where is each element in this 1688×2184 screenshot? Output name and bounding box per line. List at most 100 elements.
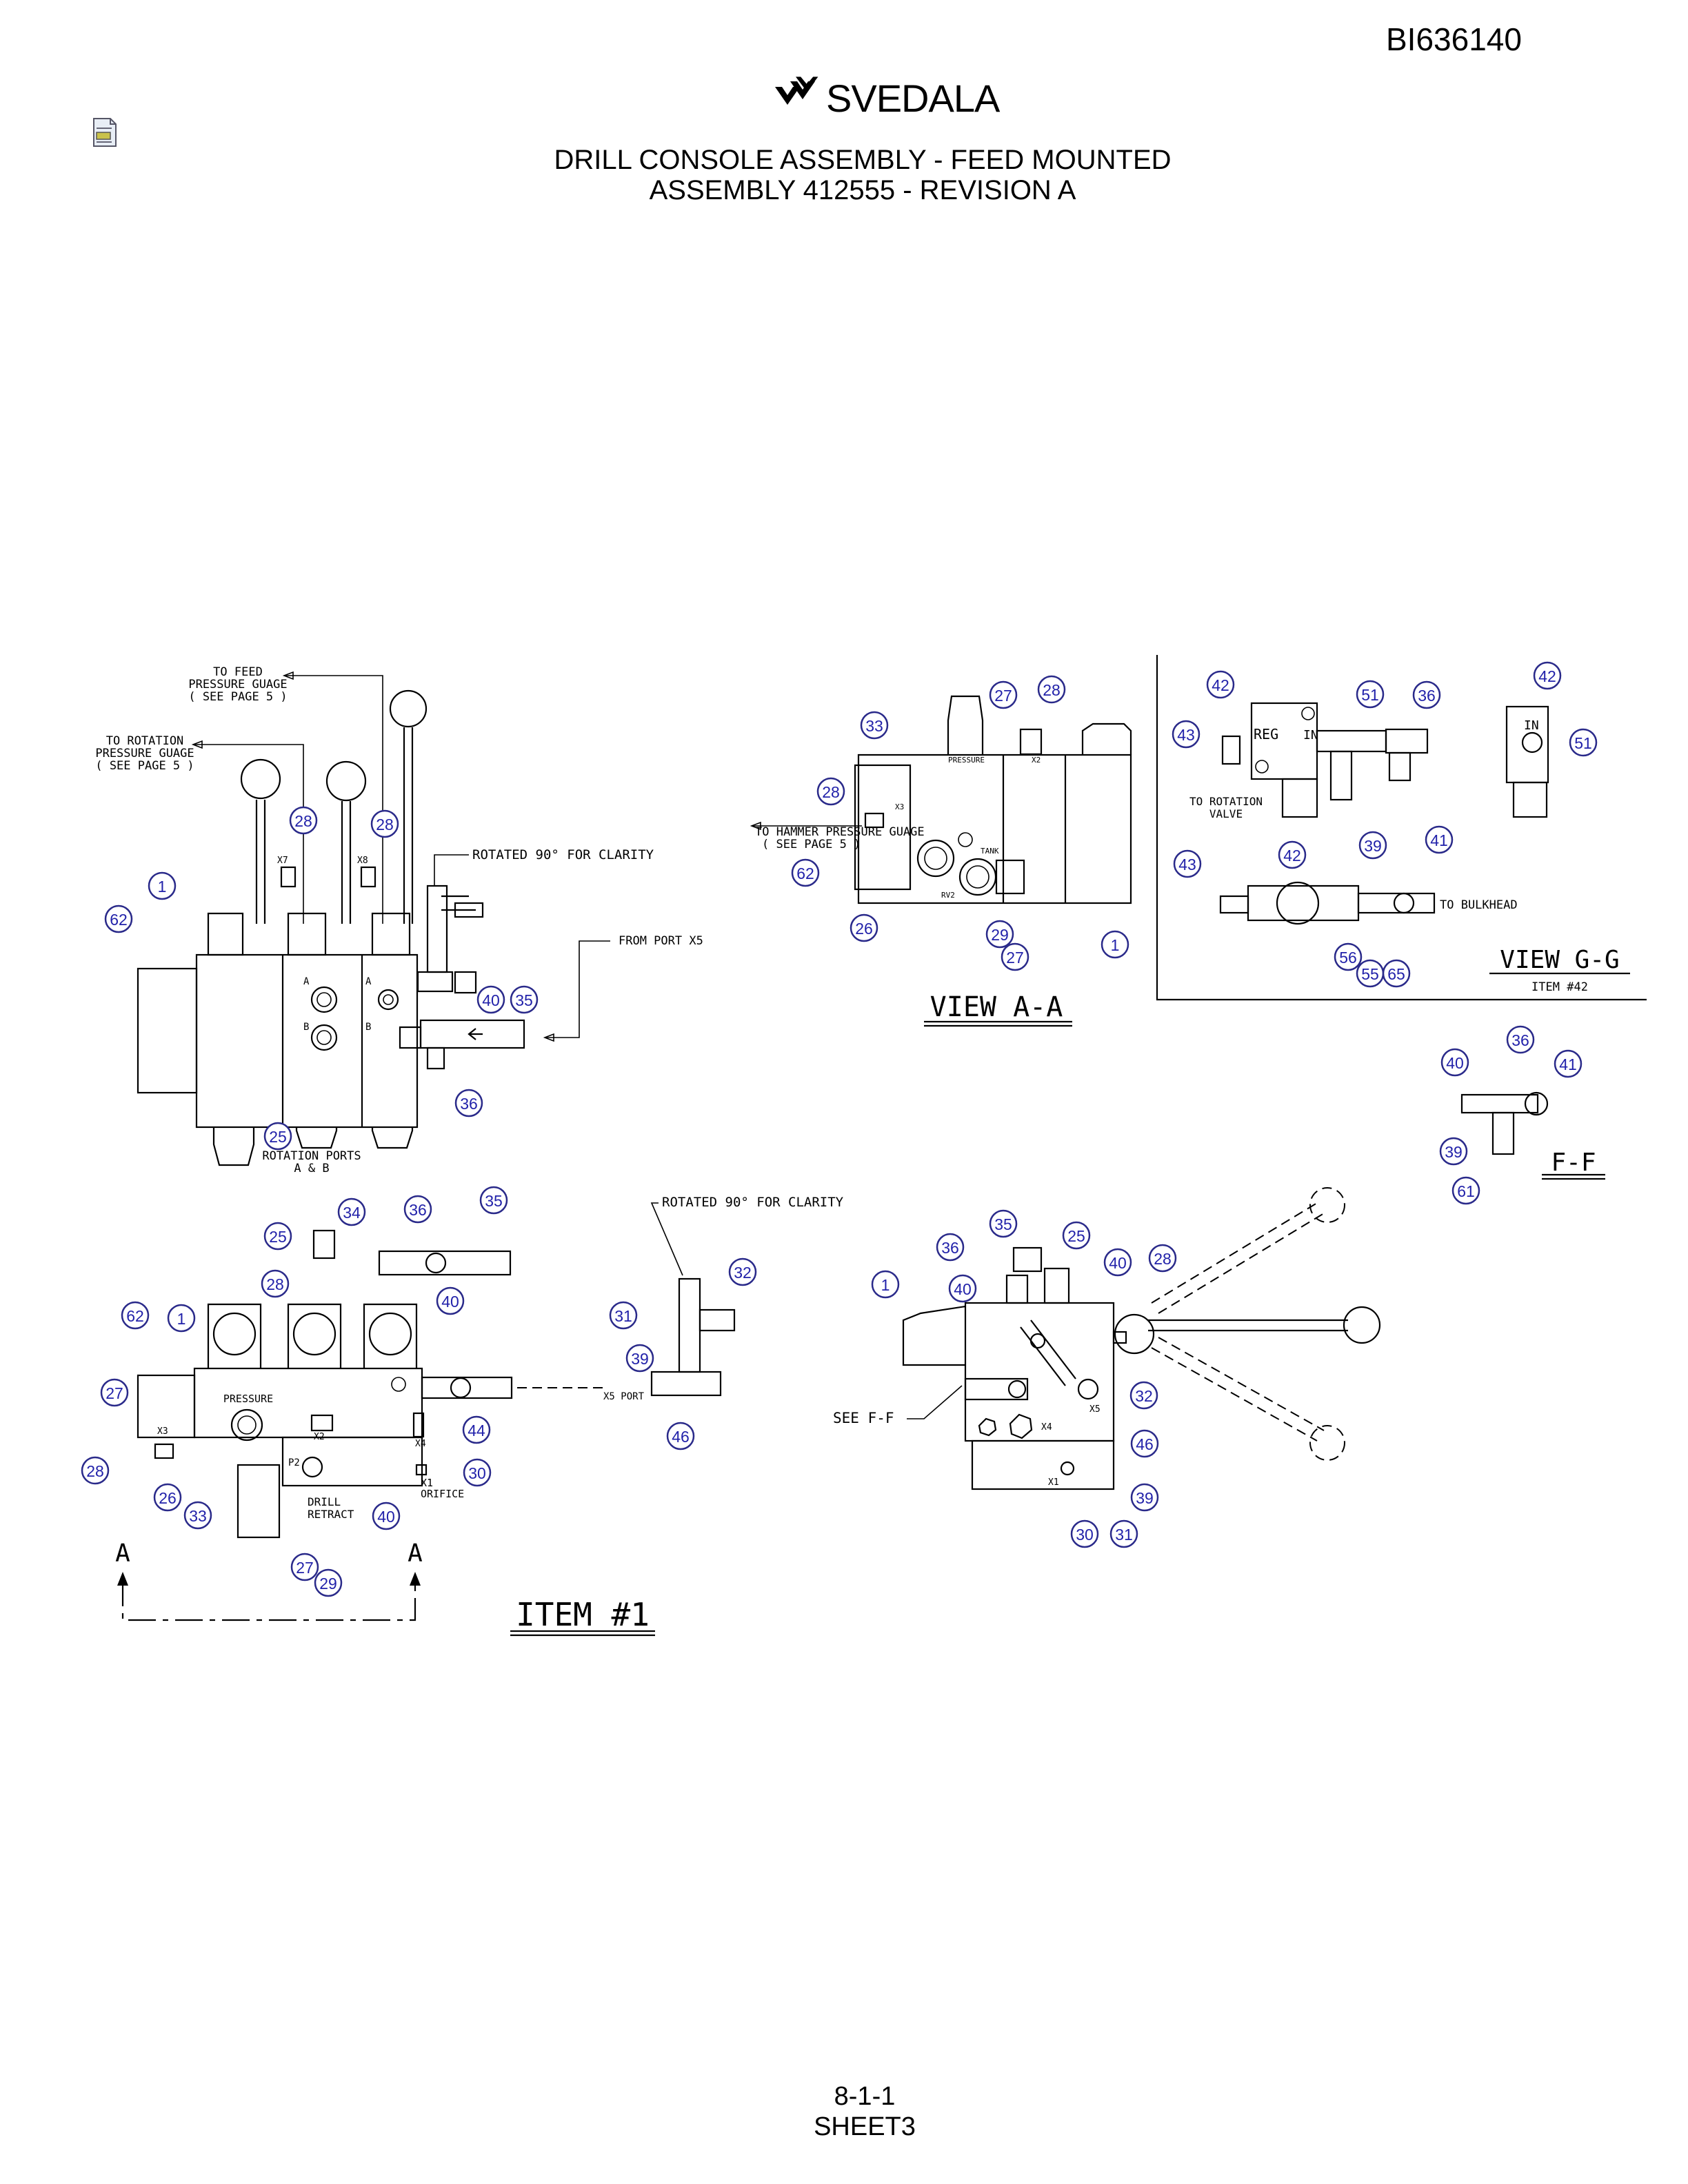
item-balloon-25: 25: [1062, 1221, 1091, 1250]
view-g-g-label: VIEW G-G: [1500, 946, 1619, 974]
svg-text:40: 40: [482, 991, 500, 1009]
svedala-logo: SVEDALA: [772, 74, 1000, 120]
item-balloon-40: 40: [372, 1502, 401, 1530]
item-balloon-46: 46: [666, 1422, 695, 1450]
view-f-f: [1460, 1091, 1549, 1155]
label-x2-aa: X2: [1032, 756, 1041, 765]
svg-text:35: 35: [485, 1192, 503, 1210]
item-balloon-31: 31: [1109, 1519, 1138, 1548]
note-to-feed-1: TO FEED: [213, 665, 263, 679]
note-item-42: ITEM #42: [1531, 980, 1588, 994]
svg-text:51: 51: [1361, 686, 1379, 704]
document-icon[interactable]: [91, 117, 119, 148]
item-balloon-29: 29: [314, 1568, 343, 1597]
label-port-b-left: B: [303, 1022, 309, 1033]
svg-text:30: 30: [468, 1464, 486, 1482]
svg-text:32: 32: [734, 1264, 752, 1282]
item-balloon-32: 32: [1129, 1381, 1158, 1410]
svg-text:25: 25: [269, 1228, 287, 1246]
label-x3-item1: X3: [157, 1426, 168, 1437]
label-port-a-right: A: [365, 976, 372, 987]
svg-text:27: 27: [994, 687, 1012, 705]
item-balloon-33: 33: [860, 711, 889, 740]
svg-text:40: 40: [1446, 1054, 1464, 1072]
item-balloon-32: 32: [728, 1257, 757, 1286]
svg-text:62: 62: [110, 911, 128, 929]
svg-text:65: 65: [1387, 965, 1405, 983]
svg-text:25: 25: [1067, 1227, 1085, 1245]
item-balloon-28: 28: [81, 1456, 110, 1485]
item-balloon-43: 43: [1172, 720, 1200, 749]
svg-text:61: 61: [1457, 1182, 1475, 1200]
svg-text:46: 46: [1136, 1435, 1154, 1453]
item-balloon-40: 40: [1103, 1248, 1132, 1277]
svg-text:27: 27: [296, 1559, 314, 1577]
svg-text:1: 1: [158, 878, 167, 896]
note-to-rotation-valve-1: TO ROTATION: [1189, 795, 1263, 808]
item-1-view: [137, 1229, 736, 1539]
label-x3-aa: X3: [895, 802, 904, 811]
item-balloon-42: 42: [1206, 670, 1235, 699]
label-port-b-right: B: [365, 1022, 371, 1033]
label-x2-item1: X2: [314, 1432, 325, 1442]
svg-text:42: 42: [1283, 847, 1301, 865]
document-number: BI636140: [1386, 21, 1522, 57]
view-f-f-label: F-F: [1551, 1149, 1596, 1177]
label-rv2: RV2: [941, 891, 955, 900]
item-balloon-39: 39: [1130, 1483, 1159, 1512]
label-tank: TANK: [981, 847, 999, 856]
item-balloon-40: 40: [476, 985, 505, 1014]
item-balloon-1: 1: [167, 1304, 196, 1333]
item-balloon-40: 40: [948, 1274, 977, 1303]
item-balloon-34: 34: [337, 1197, 366, 1226]
item-balloon-36: 36: [454, 1089, 483, 1118]
note-to-rotation-valve-2: VALVE: [1209, 807, 1243, 820]
svg-text:40: 40: [1109, 1254, 1127, 1272]
note-x1-orifice-1: X1: [421, 1477, 433, 1489]
label-x7: X7: [277, 856, 288, 866]
svg-text:33: 33: [865, 717, 883, 735]
item-balloon-28: 28: [1148, 1244, 1177, 1273]
item-1-label: ITEM #1: [516, 1596, 650, 1633]
svg-text:27: 27: [1006, 949, 1024, 967]
item-balloon-56: 56: [1334, 942, 1363, 971]
svg-text:26: 26: [159, 1489, 177, 1507]
item-balloon-44: 44: [462, 1415, 491, 1444]
svg-text:42: 42: [1538, 667, 1556, 685]
svg-text:30: 30: [1076, 1526, 1094, 1544]
note-from-port-x5: FROM PORT X5: [619, 934, 703, 948]
item-balloon-41: 41: [1554, 1049, 1582, 1078]
item-balloon-43: 43: [1173, 849, 1202, 878]
sheet-number: SHEET3: [814, 2112, 916, 2141]
label-pressure-item1: PRESSURE: [223, 1393, 273, 1405]
svg-text:25: 25: [269, 1128, 287, 1146]
section-label-a-left: A: [115, 1539, 130, 1568]
svg-text:62: 62: [126, 1307, 144, 1325]
item-balloon-28: 28: [370, 809, 399, 838]
svg-text:28: 28: [1154, 1250, 1172, 1268]
item-balloon-61: 61: [1451, 1176, 1480, 1205]
item-balloon-55: 55: [1356, 959, 1385, 988]
note-to-rotation-2: PRESSURE GUAGE: [95, 747, 194, 760]
item-balloon-51: 51: [1569, 728, 1598, 757]
item-balloon-30: 30: [1070, 1519, 1099, 1548]
svg-text:35: 35: [515, 991, 533, 1009]
svg-text:29: 29: [991, 926, 1009, 944]
svg-text:44: 44: [468, 1422, 485, 1439]
label-x4-side: X4: [1041, 1422, 1052, 1433]
svg-text:29: 29: [319, 1575, 337, 1593]
item-balloon-42: 42: [1278, 840, 1307, 869]
label-in-gg2: IN: [1524, 718, 1539, 733]
note-to-hammer-1: TO HAMMER PRESSURE GUAGE: [755, 825, 925, 839]
svg-text:40: 40: [954, 1280, 972, 1298]
item-balloon-27: 27: [1001, 942, 1029, 971]
note-drill-retract-1: DRILL: [308, 1495, 341, 1508]
item-balloon-33: 33: [183, 1501, 212, 1530]
note-see-f-f: SEE F-F: [833, 1410, 894, 1426]
note-to-rotation-3: ( SEE PAGE 5 ): [95, 759, 194, 773]
page-number: 8-1-1: [834, 2082, 896, 2111]
item-balloon-25: 25: [263, 1222, 292, 1251]
note-x1-orifice-2: ORIFICE: [421, 1488, 464, 1500]
item-balloon-65: 65: [1382, 959, 1411, 988]
